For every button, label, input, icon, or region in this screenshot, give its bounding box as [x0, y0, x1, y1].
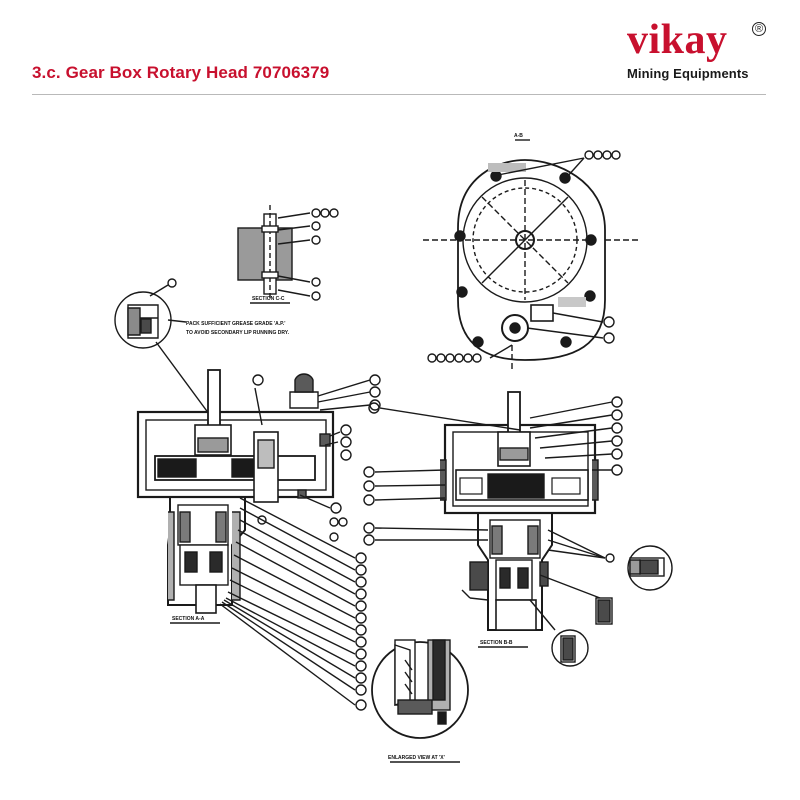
- section-aa-label: SECTION A-A: [172, 616, 205, 622]
- section-cc-label: SECTION C-C: [252, 296, 285, 302]
- page-title: 3.c. Gear Box Rotary Head 70706379: [32, 63, 330, 82]
- section-bb-label: SECTION B-B: [480, 640, 513, 646]
- logo-tagline: Mining Equipments: [627, 66, 749, 81]
- logo-wordmark: vikay: [627, 17, 728, 63]
- section-bb-view: [363, 391, 623, 631]
- registered-mark: ®: [752, 22, 766, 36]
- brand-logo: vikay ® Mining Equipments: [622, 17, 772, 90]
- right-callout-details: [551, 545, 673, 667]
- section-cc-detail: [237, 205, 339, 301]
- enlarged-view-label: ENLARGED VIEW AT 'X': [388, 755, 445, 761]
- grease-note-line-1: PACK SUFFICIENT GREASE GRADE 'A.P.': [186, 321, 285, 327]
- view-label: A-B: [514, 133, 523, 139]
- enlarged-view-x: [371, 639, 469, 739]
- header-divider: [32, 94, 766, 95]
- section-aa-view: [136, 369, 381, 711]
- seal-circle-detail: [114, 278, 213, 419]
- cover-plan-view: [423, 150, 640, 372]
- grease-note-line-2: TO AVOID SECONDARY LIP RUNNING DRY.: [186, 330, 290, 336]
